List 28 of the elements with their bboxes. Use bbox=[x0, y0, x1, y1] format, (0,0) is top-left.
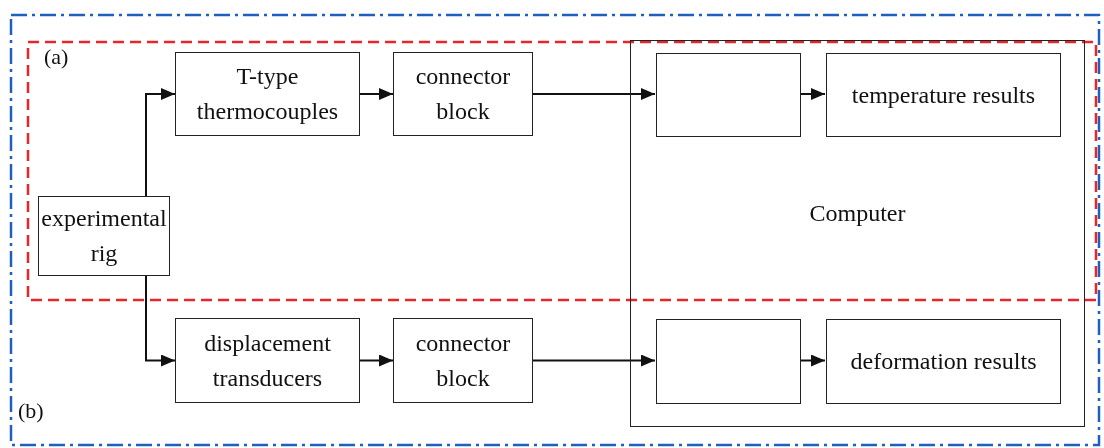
arrow bbox=[799, 88, 826, 100]
arrow bbox=[359, 354, 394, 367]
process-box bbox=[175, 52, 360, 136]
node-text: Computer bbox=[808, 199, 907, 228]
process-box bbox=[826, 53, 1061, 137]
node-text: displacement transducers bbox=[203, 328, 332, 393]
node-text: connector block bbox=[414, 62, 512, 126]
box-shape bbox=[656, 319, 801, 404]
arrow bbox=[145, 275, 176, 367]
node-text: temperature results bbox=[851, 80, 1036, 110]
panel-label: (b) bbox=[18, 398, 44, 424]
panel-label: (a) bbox=[44, 44, 69, 70]
node-text: deformation results bbox=[850, 347, 1037, 377]
computer-box bbox=[630, 40, 1085, 427]
arrow bbox=[359, 88, 394, 100]
box-shape bbox=[656, 53, 801, 137]
process-box bbox=[38, 196, 170, 276]
process-box bbox=[393, 52, 533, 136]
process-box bbox=[393, 318, 533, 403]
node-text: T-type thermocouples bbox=[195, 62, 340, 126]
process-box bbox=[826, 319, 1061, 404]
process-box bbox=[175, 318, 360, 403]
arrow bbox=[532, 354, 656, 367]
arrow bbox=[145, 88, 176, 197]
arrow bbox=[532, 88, 656, 100]
arrow bbox=[799, 354, 826, 367]
node-text: experimental rig bbox=[41, 204, 167, 268]
node-text: connector block bbox=[414, 328, 512, 393]
